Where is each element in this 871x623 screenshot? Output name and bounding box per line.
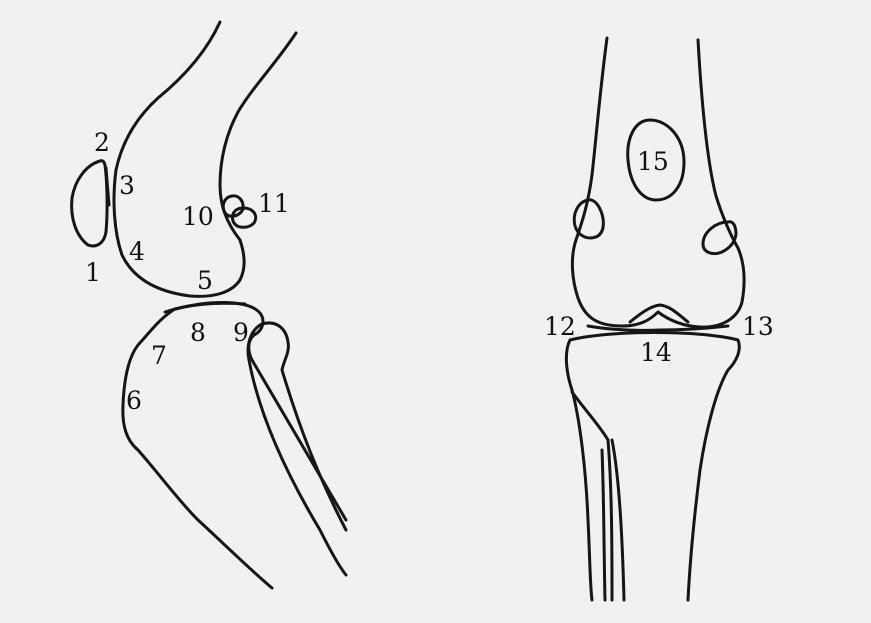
label-9: 9 [233,318,249,347]
femur-anterior-view [572,38,744,327]
tibia-anterior-view [566,333,739,601]
label-6: 6 [126,386,142,415]
label-4: 4 [129,237,145,266]
label-14: 14 [640,338,672,367]
patella-lateral [72,161,107,246]
figure-labels: 1 2 3 4 5 6 7 8 9 10 11 12 13 14 15 [85,128,774,415]
label-11: 11 [258,189,290,218]
label-10: 10 [182,202,214,231]
anterior-joint-line [588,326,728,330]
label-12: 12 [544,312,576,341]
label-1: 1 [85,258,101,287]
label-13: 13 [742,312,774,341]
label-5: 5 [197,266,213,295]
lateral-view [72,22,346,588]
label-3: 3 [119,171,135,200]
anterior-view [566,38,744,600]
label-7: 7 [151,341,167,370]
sesamoid-11 [232,208,255,227]
label-15: 15 [637,147,669,176]
medial-epicondyle [574,200,603,238]
fibula-outline [248,323,346,575]
label-8: 8 [190,318,206,347]
lateral-joint-line [165,303,245,312]
label-2: 2 [94,128,110,157]
